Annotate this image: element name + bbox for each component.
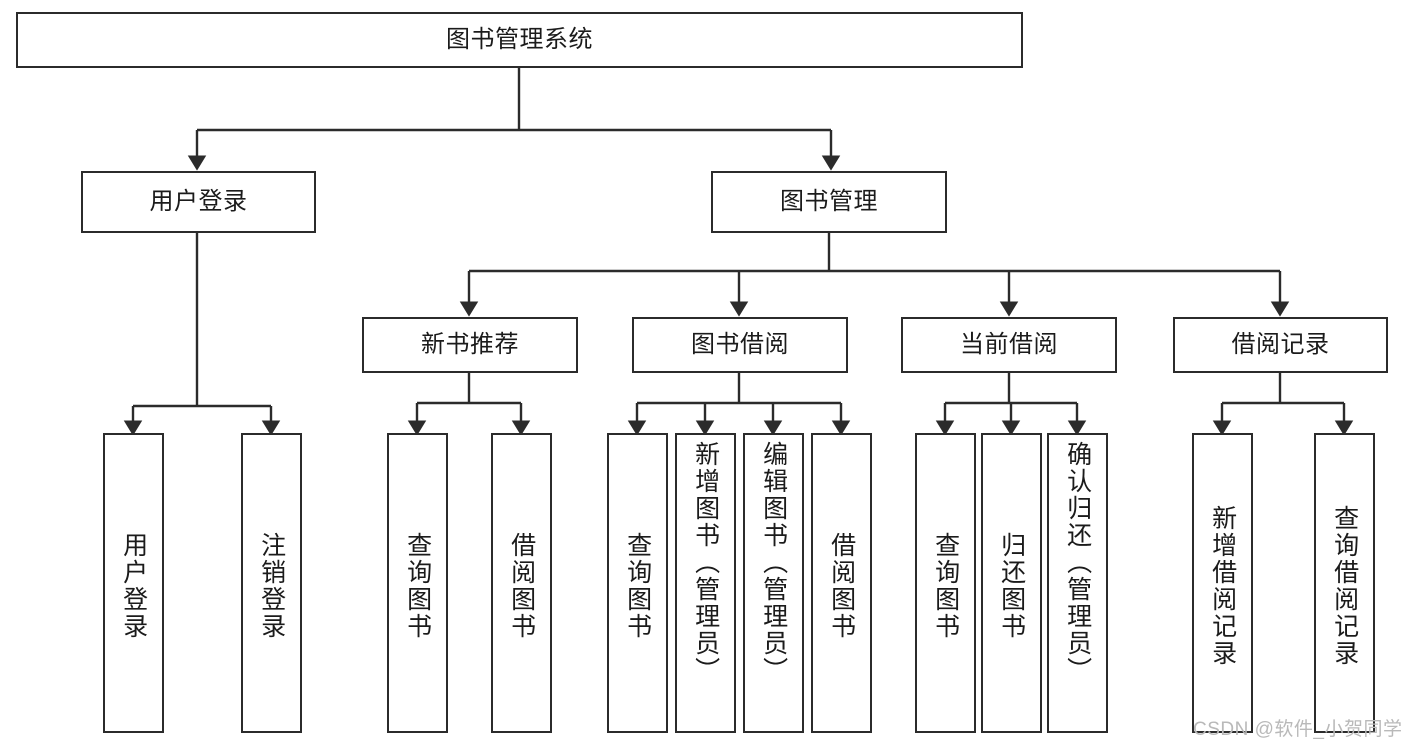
node-label: 借阅图书 [507,532,536,640]
node-book-borrow[interactable]: 图书借阅 [632,317,848,373]
node-label: 查询借阅记录 [1330,505,1359,667]
node-label: 查询图书 [403,532,432,640]
node-new-book-recommend[interactable]: 新书推荐 [362,317,578,373]
node-label: 归还图书 [997,532,1026,640]
node-leaf-confirm-return[interactable]: 确认归还（管理员） [1047,433,1108,733]
node-label: 用户登录 [119,532,148,640]
node-label: 借阅记录 [1231,330,1330,358]
node-label: 图书管理系统 [446,25,593,53]
node-label: 确认归还（管理员） [1063,441,1092,684]
node-label: 查询图书 [931,532,960,640]
node-label: 新增借阅记录 [1208,505,1237,667]
node-label: 注销登录 [257,532,286,640]
node-leaf-query-book-current[interactable]: 查询图书 [915,433,976,733]
node-leaf-borrow-book[interactable]: 借阅图书 [811,433,872,733]
node-label: 图书借阅 [691,330,789,358]
node-label: 当前借阅 [960,330,1058,358]
node-label: 图书管理 [780,187,878,215]
node-book-management[interactable]: 图书管理 [711,171,947,233]
node-root-book-management-system[interactable]: 图书管理系统 [16,12,1023,68]
node-leaf-edit-book[interactable]: 编辑图书（管理员） [743,433,804,733]
node-user-login[interactable]: 用户登录 [81,171,316,233]
node-leaf-query-book-borrow[interactable]: 查询图书 [607,433,668,733]
node-leaf-add-borrow-record[interactable]: 新增借阅记录 [1192,433,1253,733]
node-label: 借阅图书 [827,532,856,640]
node-leaf-logout-login[interactable]: 注销登录 [241,433,302,733]
node-leaf-user-login[interactable]: 用户登录 [103,433,164,733]
node-label: 新书推荐 [421,330,519,358]
node-label: 编辑图书（管理员） [759,441,788,684]
node-label: 查询图书 [623,532,652,640]
node-label: 用户登录 [149,187,248,215]
node-leaf-query-book-recommend[interactable]: 查询图书 [387,433,448,733]
csdn-watermark: CSDN @软件_小贺同学 [1193,719,1403,740]
node-leaf-query-borrow-record[interactable]: 查询借阅记录 [1314,433,1375,733]
node-leaf-add-book[interactable]: 新增图书（管理员） [675,433,736,733]
node-leaf-return-book[interactable]: 归还图书 [981,433,1042,733]
node-label: 新增图书（管理员） [691,441,720,684]
node-borrow-record[interactable]: 借阅记录 [1173,317,1388,373]
node-current-borrow[interactable]: 当前借阅 [901,317,1117,373]
node-leaf-borrow-book-recommend[interactable]: 借阅图书 [491,433,552,733]
